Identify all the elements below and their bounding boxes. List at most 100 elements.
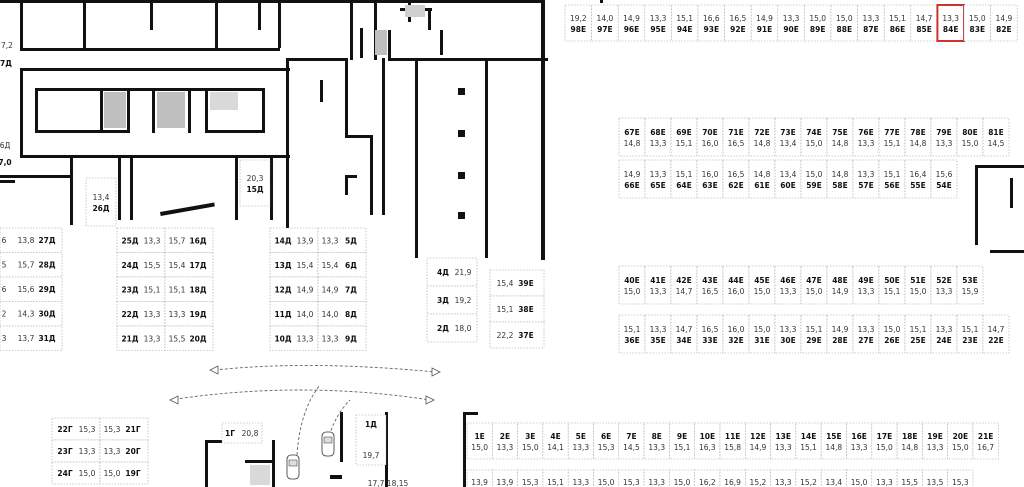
parking-spot[interactable] [724, 4, 752, 42]
parking-spot[interactable] [269, 227, 319, 253]
parking-spot[interactable] [542, 469, 569, 487]
parking-spot[interactable] [670, 117, 698, 157]
parking-spot[interactable] [694, 469, 721, 487]
parking-spot[interactable] [116, 325, 166, 351]
parking-spot[interactable] [696, 314, 724, 354]
parking-spot[interactable] [564, 4, 592, 42]
parking-spot[interactable] [896, 469, 923, 487]
parking-spot[interactable] [722, 117, 750, 157]
parking-spot[interactable] [85, 177, 117, 227]
parking-spot[interactable] [800, 117, 828, 157]
parking-spot[interactable] [618, 422, 645, 460]
parking-spot[interactable] [489, 269, 545, 297]
parking-spot[interactable] [904, 265, 932, 305]
parking-spot[interactable] [930, 117, 958, 157]
parking-spot[interactable] [774, 265, 802, 305]
parking-spot[interactable] [696, 159, 724, 199]
parking-spot[interactable] [317, 325, 367, 351]
parking-spot[interactable] [618, 469, 645, 487]
parking-spot[interactable] [972, 422, 999, 460]
parking-spot[interactable] [896, 422, 923, 460]
parking-spot[interactable] [852, 117, 880, 157]
parking-spot[interactable] [774, 117, 802, 157]
parking-spot[interactable] [491, 422, 518, 460]
parking-spot[interactable] [963, 4, 991, 42]
parking-spot[interactable] [567, 422, 594, 460]
parking-spot[interactable] [593, 422, 620, 460]
parking-spot[interactable] [618, 314, 646, 354]
parking-spot[interactable] [618, 159, 646, 199]
parking-spot[interactable] [795, 469, 822, 487]
parking-spot[interactable] [669, 422, 696, 460]
parking-spot[interactable] [878, 265, 906, 305]
parking-spot[interactable] [930, 159, 958, 199]
parking-spot[interactable] [696, 117, 724, 157]
parking-spot[interactable] [878, 159, 906, 199]
parking-spot[interactable] [116, 276, 166, 302]
parking-spot[interactable] [269, 301, 319, 327]
parking-spot[interactable] [990, 4, 1018, 42]
parking-spot[interactable] [878, 117, 906, 157]
parking-spot[interactable] [826, 159, 854, 199]
parking-spot[interactable] [904, 159, 932, 199]
parking-spot[interactable] [719, 422, 746, 460]
parking-spot[interactable] [748, 117, 776, 157]
parking-spot[interactable] [0, 227, 63, 253]
parking-spot[interactable] [826, 117, 854, 157]
parking-spot[interactable] [830, 4, 858, 42]
parking-spot[interactable] [930, 265, 958, 305]
parking-spot[interactable] [0, 325, 63, 351]
parking-spot[interactable] [269, 276, 319, 302]
parking-spot[interactable] [922, 422, 949, 460]
parking-spot[interactable] [722, 314, 750, 354]
parking-spot[interactable] [591, 4, 619, 42]
parking-spot-selected[interactable] [936, 4, 966, 42]
parking-spot[interactable] [770, 422, 797, 460]
parking-spot[interactable] [696, 265, 724, 305]
parking-spot[interactable] [317, 252, 367, 278]
parking-spot[interactable] [618, 117, 646, 157]
parking-spot[interactable] [669, 469, 696, 487]
parking-spot[interactable] [489, 295, 545, 323]
parking-spot[interactable] [644, 159, 672, 199]
parking-spot[interactable] [670, 159, 698, 199]
parking-spot[interactable] [0, 301, 63, 327]
parking-spot[interactable] [777, 4, 805, 42]
parking-spot[interactable] [748, 265, 776, 305]
parking-spot[interactable] [99, 461, 149, 485]
parking-spot[interactable] [719, 469, 746, 487]
parking-spot[interactable] [355, 414, 387, 466]
parking-spot[interactable] [904, 314, 932, 354]
parking-spot[interactable] [164, 301, 214, 327]
parking-spot[interactable] [221, 422, 263, 444]
parking-spot[interactable] [722, 265, 750, 305]
parking-spot[interactable] [239, 159, 271, 207]
parking-spot[interactable] [930, 314, 958, 354]
parking-spot[interactable] [871, 469, 898, 487]
parking-spot[interactable] [164, 227, 214, 253]
parking-spot[interactable] [671, 4, 699, 42]
parking-spot[interactable] [922, 469, 949, 487]
parking-spot[interactable] [820, 469, 847, 487]
parking-spot[interactable] [820, 422, 847, 460]
parking-spot[interactable] [644, 265, 672, 305]
parking-spot[interactable] [317, 276, 367, 302]
parking-spot[interactable] [164, 325, 214, 351]
parking-spot[interactable] [644, 314, 672, 354]
parking-spot[interactable] [795, 422, 822, 460]
parking-spot[interactable] [956, 314, 984, 354]
parking-spot[interactable] [748, 159, 776, 199]
parking-spot[interactable] [617, 4, 646, 42]
parking-spot[interactable] [774, 159, 802, 199]
parking-spot[interactable] [878, 314, 906, 354]
parking-spot[interactable] [852, 159, 880, 199]
parking-spot[interactable] [116, 301, 166, 327]
parking-spot[interactable] [644, 117, 672, 157]
parking-spot[interactable] [826, 314, 854, 354]
parking-spot[interactable] [517, 469, 544, 487]
parking-spot[interactable] [804, 4, 832, 42]
parking-spot[interactable] [904, 117, 932, 157]
parking-spot[interactable] [517, 422, 544, 460]
parking-spot[interactable] [852, 265, 880, 305]
parking-spot[interactable] [826, 265, 854, 305]
